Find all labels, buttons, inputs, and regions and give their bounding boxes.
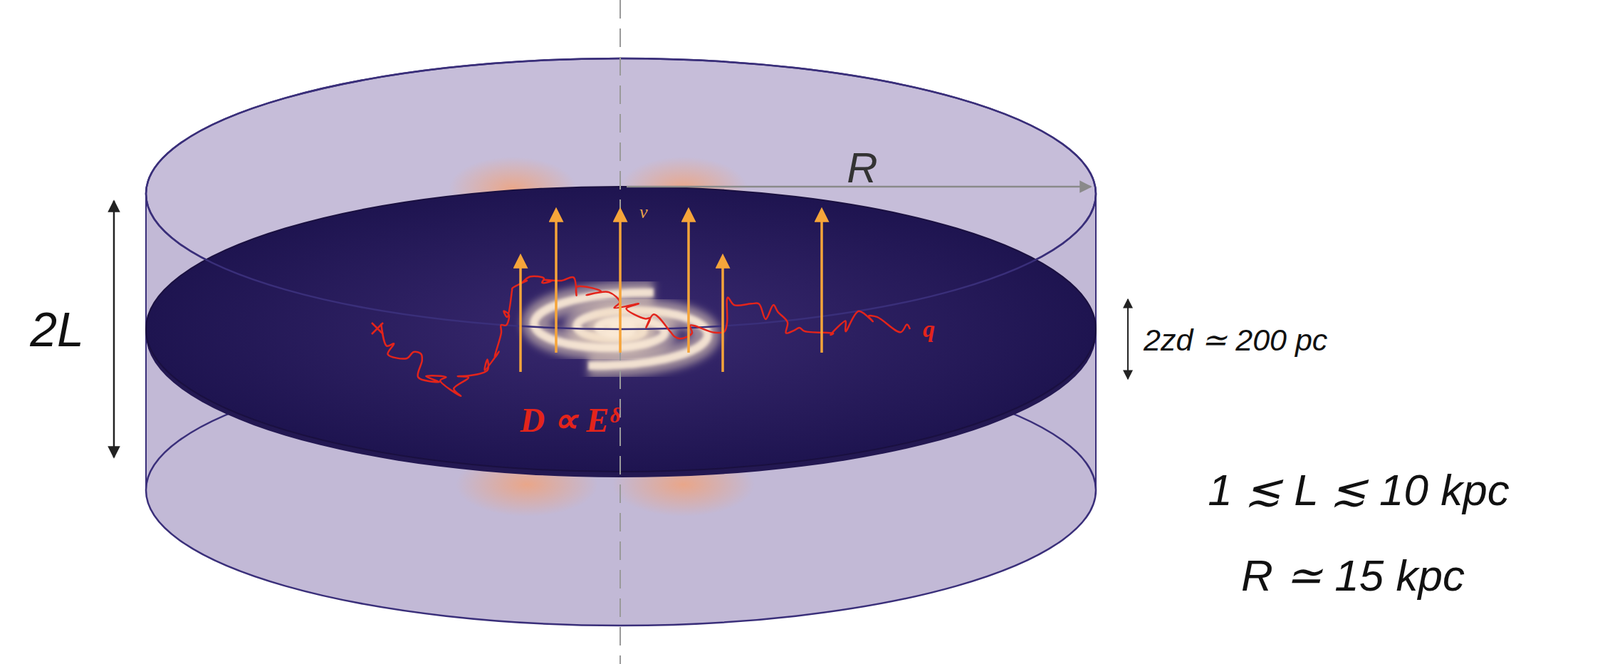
height-label: 2L xyxy=(29,302,85,357)
wind-arrow xyxy=(820,210,824,353)
wind-arrow xyxy=(554,210,558,353)
height-arrow xyxy=(113,200,116,458)
velocity-label: v⃗ xyxy=(639,202,663,223)
halo-size-label: 1 ≲ L ≲ 10 kpc xyxy=(1207,465,1509,515)
wind-arrow xyxy=(721,256,725,372)
diffusion-label: D ∝ Eᵟ xyxy=(520,401,620,440)
random-walk xyxy=(371,276,911,396)
wind-arrow xyxy=(618,210,622,353)
wind-arrows xyxy=(520,210,822,372)
wind-arrow xyxy=(687,210,690,353)
radius-value-label: R ≃ 15 kpc xyxy=(1241,551,1465,600)
thickness-arrow xyxy=(1127,299,1129,379)
axis-line xyxy=(619,0,621,664)
thickness-label: 2zd ≃ 200 pc xyxy=(1143,323,1328,357)
charge-label: q xyxy=(922,315,935,342)
wind-arrow xyxy=(519,256,522,372)
radius-label: R xyxy=(846,144,878,192)
